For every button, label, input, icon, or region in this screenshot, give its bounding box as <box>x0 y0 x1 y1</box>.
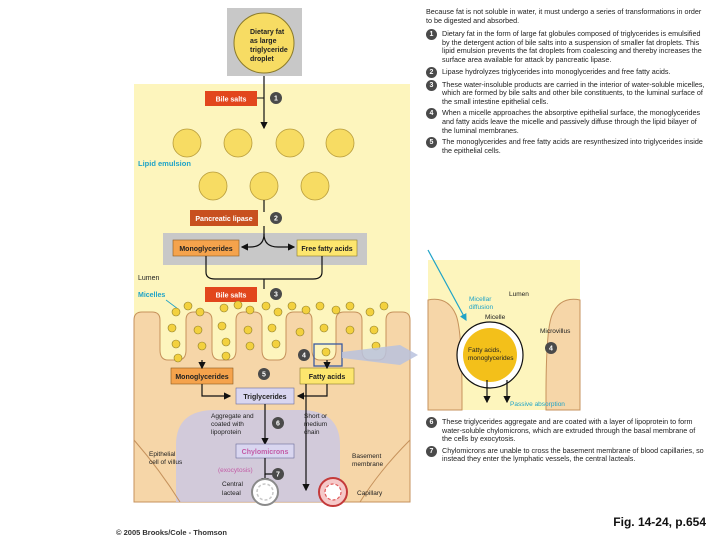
inset-fatty-acids-label-2: monoglycerides <box>468 355 514 362</box>
droplet-label-1: Dietary fat <box>250 29 285 36</box>
inset-micelle-core <box>463 328 517 382</box>
step-badge-1 <box>270 92 282 104</box>
svg-text:2: 2 <box>274 216 278 223</box>
central-lacteal <box>251 478 279 506</box>
free-fatty-acids-box <box>296 239 358 257</box>
micelle-dots <box>167 300 389 363</box>
micellar-diffusion-label-2: diffusion <box>469 304 493 311</box>
svg-text:Monoglycerides: Monoglycerides <box>175 374 228 381</box>
central-lacteal-label-2: lacteal <box>222 490 241 497</box>
capillary-label: Capillary <box>357 490 383 497</box>
copyright: © 2005 Brooks/Cole - Thomson <box>116 528 227 537</box>
step-badge-7 <box>272 468 284 480</box>
svg-text:Monoglycerides: Monoglycerides <box>179 246 232 253</box>
svg-text:Free fatty acids: Free fatty acids <box>301 246 352 253</box>
micelles-label: Micelles <box>138 292 165 299</box>
droplet-label-3: triglyceride <box>250 47 288 54</box>
svg-text:7: 7 <box>276 472 280 479</box>
inset-fatty-acids-label-1: Fatty acids, <box>468 347 501 354</box>
svg-text:Bile salts: Bile salts <box>216 293 247 300</box>
lipid-emulsion-droplets <box>172 128 355 201</box>
microvillus-label: Microvillus <box>540 328 571 335</box>
short-label-1: Short or <box>304 413 328 420</box>
steps-text-top: Because fat is not soluble in water, it … <box>426 7 706 158</box>
aggregate-label-1: Aggregate and <box>211 413 254 420</box>
svg-text:6: 6 <box>276 421 280 428</box>
micellar-diffusion-label-1: Micellar <box>469 296 492 303</box>
aggregate-label-3: lipoprotein <box>211 429 241 436</box>
micelle-label: Micelle <box>485 314 506 321</box>
step-badge-4 <box>298 349 310 361</box>
central-lacteal-label-1: Central <box>222 481 244 488</box>
bile-salts-box <box>205 91 257 106</box>
svg-text:Chylomicrons: Chylomicrons <box>242 449 289 456</box>
step-badge-5 <box>258 368 270 380</box>
lumen-label: Lumen <box>138 275 160 282</box>
svg-text:4: 4 <box>549 346 553 353</box>
step-badge-3 <box>270 288 282 300</box>
basement-label-2: membrane <box>352 461 383 468</box>
droplet-label-2: as large <box>250 38 277 45</box>
epithelial-label-1: Epithelial <box>149 451 176 458</box>
lipid-emulsion-label: Lipid emulsion <box>138 159 191 168</box>
micellar-diffusion-arrow <box>427 249 467 322</box>
passive-absorption-label: Passive absorption <box>510 401 565 408</box>
svg-text:4: 4 <box>302 353 306 360</box>
pancreatic-lipase-label: Pancreatic lipase <box>195 216 252 223</box>
bile-salts-label: Bile salts <box>216 97 247 104</box>
short-label-3: chain <box>304 429 320 436</box>
exocytosis-label: (exocytosis) <box>218 467 253 474</box>
svg-text:3: 3 <box>274 292 278 299</box>
step-badge-6 <box>272 417 284 429</box>
large-fat-droplet <box>233 12 295 74</box>
basement-label-1: Basement <box>352 453 381 460</box>
zoom-arrow <box>342 345 418 365</box>
step-badge-2 <box>270 212 282 224</box>
svg-text:5: 5 <box>262 372 266 379</box>
aggregate-label-2: coated with <box>211 421 244 428</box>
epithelial-label-2: cell of villus <box>149 459 183 466</box>
pancreatic-lipase-box <box>190 210 258 226</box>
bile-salts-box-2 <box>205 287 257 302</box>
droplet-label-4: droplet <box>250 56 274 63</box>
inset-lumen-label: Lumen <box>509 291 529 298</box>
short-label-2: medium <box>304 421 327 428</box>
inset-step-badge-4 <box>545 342 557 354</box>
intro-text: Because fat is not soluble in water, it … <box>426 7 702 25</box>
figure-label: Fig. 14-24, p.654 <box>613 515 706 529</box>
svg-text:Fatty acids: Fatty acids <box>309 374 346 381</box>
svg-text:Triglycerides: Triglycerides <box>243 394 286 401</box>
svg-text:1: 1 <box>274 96 278 103</box>
